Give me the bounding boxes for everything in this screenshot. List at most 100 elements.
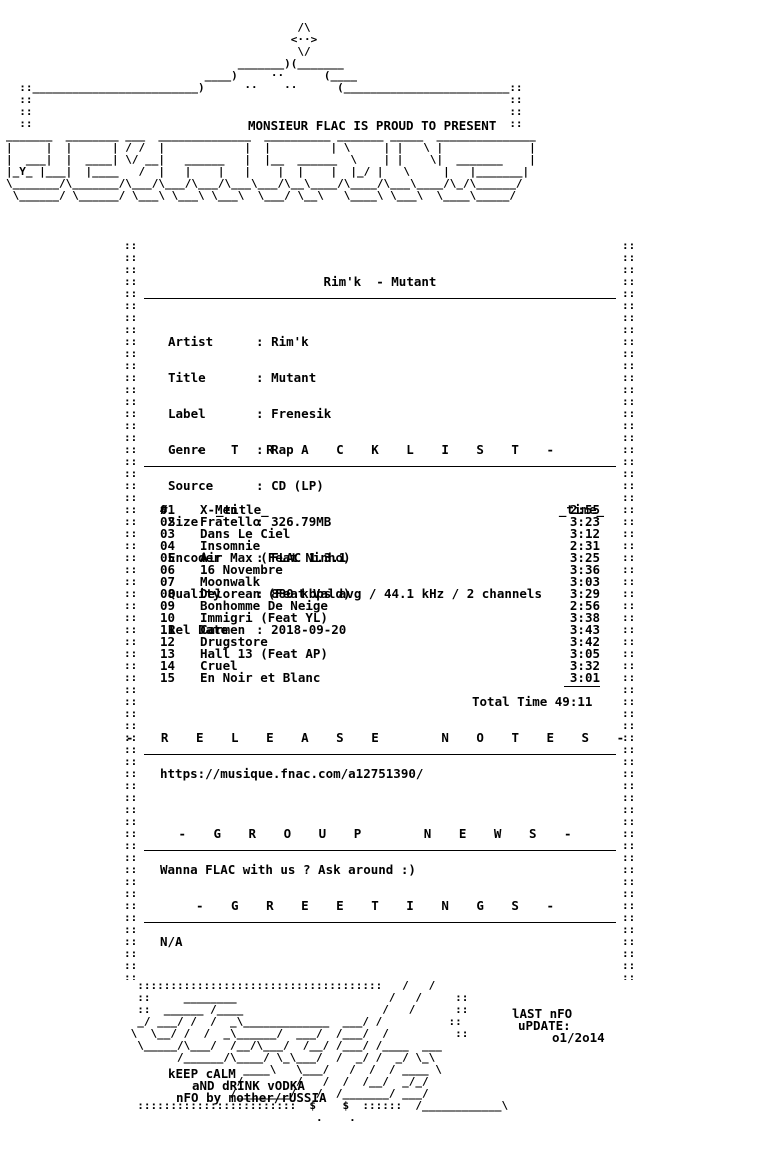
track-number: 14 bbox=[160, 658, 176, 673]
info-row: Source: CD (LP) bbox=[168, 478, 324, 493]
total-time: Total Time 49:11 bbox=[472, 694, 593, 709]
last-nfo: lAST nFO bbox=[512, 1006, 573, 1021]
track-row: 14 Cruel 3:32 bbox=[160, 658, 600, 673]
info-row: Title: Mutant bbox=[168, 370, 317, 385]
track-row: 13 Hall 13 (Feat AP) 3:05 bbox=[160, 646, 600, 661]
track-time: 3:42 bbox=[569, 634, 600, 649]
divider bbox=[144, 922, 616, 923]
track-number: 15 bbox=[160, 670, 176, 685]
update-label: uPDATE: bbox=[518, 1018, 571, 1033]
track-number: 10 bbox=[160, 610, 176, 625]
info-row: Quality: 880 kbps avg / 44.1 kHz / 2 cha… bbox=[168, 586, 542, 601]
track-time: 2:56 bbox=[569, 598, 600, 613]
col-time: _time_ bbox=[558, 502, 604, 517]
tracklist: 01 X-Men 2:55 02 Fratello 3:23 03 Dans Le Ciel 3… bbox=[160, 502, 600, 685]
track-number: 12 bbox=[160, 634, 176, 649]
tracklist-heading: - T R A C K L I S T - bbox=[195, 442, 565, 457]
track-title: Bonhomme De Neige bbox=[200, 598, 328, 613]
track-time: 3:12 bbox=[569, 526, 600, 541]
track-number: 06 bbox=[160, 562, 176, 577]
release-notes-link[interactable]: https://musique.fnac.com/a12751390/ bbox=[160, 766, 424, 781]
divider bbox=[144, 850, 616, 851]
track-number: 05 bbox=[160, 550, 176, 565]
track-number: 03 bbox=[160, 526, 176, 541]
track-row: 02 Fratello 3:23 bbox=[160, 514, 600, 529]
track-time: 3:36 bbox=[569, 562, 600, 577]
track-time: 3:29 bbox=[569, 586, 600, 601]
track-time: 3:43 bbox=[569, 622, 600, 637]
track-time: 3:25 bbox=[569, 550, 600, 565]
track-row: 01 X-Men 2:55 bbox=[160, 502, 600, 517]
track-time: 3:01 bbox=[569, 670, 600, 685]
track-row: 12 Drugstore 3:42 bbox=[160, 634, 600, 649]
left-border: :: :: :: :: :: :: :: :: :: :: :: :: :: :… bbox=[124, 240, 138, 980]
track-title: Delorean (Feat Vald) bbox=[200, 586, 351, 601]
track-title: Hall 13 (Feat AP) bbox=[200, 646, 328, 661]
track-row: 05 Air Max (Feat Ninho) 3:25 bbox=[160, 550, 600, 565]
release-title: Rim'k - Mutant bbox=[323, 274, 437, 289]
info-row: Genre: Rap bbox=[168, 442, 294, 457]
tracklist-header: # _title_ _time_ bbox=[160, 480, 604, 540]
track-title: Air Max (Feat Ninho) bbox=[200, 550, 351, 565]
track-row: 11 Carmen 3:43 bbox=[160, 622, 600, 637]
track-row: 06 16 Novembre 3:36 bbox=[160, 562, 600, 577]
track-number: 02 bbox=[160, 514, 176, 529]
nfo-frame: :: :: :: :: :: :: :: :: :: :: :: :: :: :… bbox=[124, 240, 636, 980]
track-number: 08 bbox=[160, 586, 176, 601]
greetings-heading: - G R E E T I N G S - bbox=[195, 898, 565, 913]
release-notes-heading: - R E L E A S E N O T E S - bbox=[125, 730, 635, 745]
keep-calm: kEEP cALM bbox=[168, 1066, 236, 1081]
info-row: Rel Date: 2018-09-20 bbox=[168, 622, 347, 637]
track-time: 3:32 bbox=[569, 658, 600, 673]
track-number: 07 bbox=[160, 574, 176, 589]
track-title: Fratello bbox=[200, 514, 261, 529]
track-time: 2:31 bbox=[569, 538, 600, 553]
track-time: 3:03 bbox=[569, 574, 600, 589]
divider bbox=[144, 754, 616, 755]
update-date: o1/2o14 bbox=[552, 1030, 605, 1045]
track-title: En Noir et Blanc bbox=[200, 670, 321, 685]
info-row: Artist: Rim'k bbox=[168, 334, 309, 349]
track-title: Dans Le Ciel bbox=[200, 526, 291, 541]
info-row: Size: 326.79MB bbox=[168, 514, 332, 529]
divider bbox=[144, 298, 616, 299]
track-title: 16 Novembre bbox=[200, 562, 283, 577]
total-divider bbox=[564, 686, 600, 687]
info-block: Artist: Rim'k Title: Mutant Label: Frene… bbox=[168, 312, 542, 660]
track-title: Moonwalk bbox=[200, 574, 261, 589]
track-time: 2:55 bbox=[569, 502, 600, 517]
nfo-by: nFO by mother/rUSSIA bbox=[176, 1090, 327, 1105]
info-row: Encoder: FLAC 1.3.1 bbox=[168, 550, 347, 565]
presents-line: MONSIEUR FLAC IS PROUD TO PRESENT bbox=[248, 118, 497, 133]
track-number: 13 bbox=[160, 646, 176, 661]
track-number: 04 bbox=[160, 538, 176, 553]
group-news-heading: - G R O U P N E W S - bbox=[178, 826, 582, 841]
track-row: 04 Insomnie 2:31 bbox=[160, 538, 600, 553]
track-time: 3:23 bbox=[569, 514, 600, 529]
track-title: Immigri (Feat YL) bbox=[200, 610, 328, 625]
track-time: 3:05 bbox=[569, 646, 600, 661]
col-title: _title_ bbox=[216, 502, 269, 517]
bottom-ascii-logo: ::::::::::::::::::::::::::::::::::::: / … bbox=[130, 979, 509, 1124]
divider bbox=[144, 466, 616, 467]
track-title: Cruel bbox=[200, 658, 238, 673]
track-time: 3:38 bbox=[569, 610, 600, 625]
track-number: 09 bbox=[160, 598, 176, 613]
right-border: :: :: :: :: :: :: :: :: :: :: :: :: :: :… bbox=[622, 240, 636, 980]
drink-vodka: aND dRINK vODKA bbox=[192, 1078, 305, 1093]
track-row: 08 Delorean (Feat Vald) 3:29 bbox=[160, 586, 600, 601]
track-row: 09 Bonhomme De Neige 2:56 bbox=[160, 598, 600, 613]
col-num: # bbox=[160, 502, 168, 517]
track-title: Insomnie bbox=[200, 538, 261, 553]
top-ascii-logo: /\ <··> \/ _______)(_______ ____) ·· (_ bbox=[6, 21, 536, 202]
group-news-text: Wanna FLAC with us ? Ask around :) bbox=[160, 862, 416, 877]
info-row: Label: Frenesik bbox=[168, 406, 332, 421]
track-title: Carmen bbox=[200, 622, 246, 637]
track-row: 10 Immigri (Feat YL) 3:38 bbox=[160, 610, 600, 625]
track-title: X-Men bbox=[200, 502, 238, 517]
track-number: 01 bbox=[160, 502, 176, 517]
track-number: 11 bbox=[160, 622, 176, 637]
track-row: 07 Moonwalk 3:03 bbox=[160, 574, 600, 589]
track-title: Drugstore bbox=[200, 634, 268, 649]
track-row: 15 En Noir et Blanc 3:01 bbox=[160, 670, 600, 685]
